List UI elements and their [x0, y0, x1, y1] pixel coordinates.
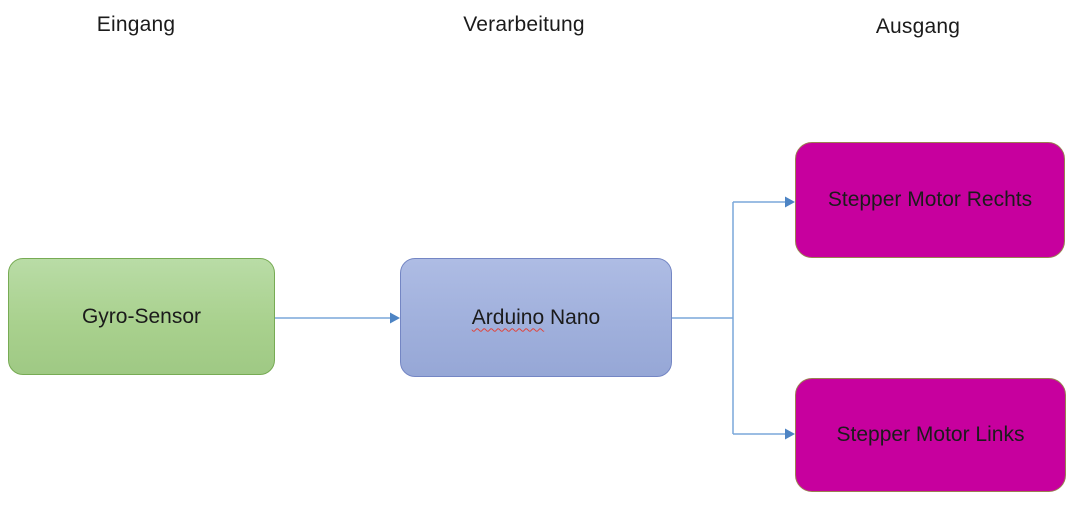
- arrowhead-icon: [390, 312, 400, 324]
- arrowhead-icon: [785, 196, 795, 208]
- node-stepper-motor-rechts: Stepper Motor Rechts: [795, 142, 1065, 258]
- connector-arduino-branch: [672, 202, 734, 434]
- column-label-verarbeitung: Verarbeitung: [463, 13, 585, 36]
- node-stepper-motor-links-label: Stepper Motor Links: [836, 423, 1025, 446]
- node-arduino-nano: Arduino Nano: [400, 258, 672, 377]
- node-gyro-sensor: Gyro-Sensor: [8, 258, 275, 375]
- column-label-eingang: Eingang: [96, 13, 176, 36]
- node-gyro-sensor-label: Gyro-Sensor: [81, 304, 202, 328]
- node-stepper-motor-links: Stepper Motor Links: [795, 378, 1066, 492]
- connector-to-stepper-rechts: [733, 196, 795, 208]
- connector-to-stepper-links: [733, 428, 795, 440]
- connector-gyro-to-arduino: [275, 312, 400, 324]
- column-label-ausgang: Ausgang: [875, 15, 961, 38]
- nano-word: Nano: [544, 305, 601, 329]
- node-arduino-nano-label: Arduino Nano: [472, 306, 600, 330]
- arrowhead-icon: [785, 428, 795, 440]
- arduino-word-spellcheck: Arduino: [471, 305, 545, 329]
- node-stepper-motor-rechts-label: Stepper Motor Rechts: [827, 188, 1033, 211]
